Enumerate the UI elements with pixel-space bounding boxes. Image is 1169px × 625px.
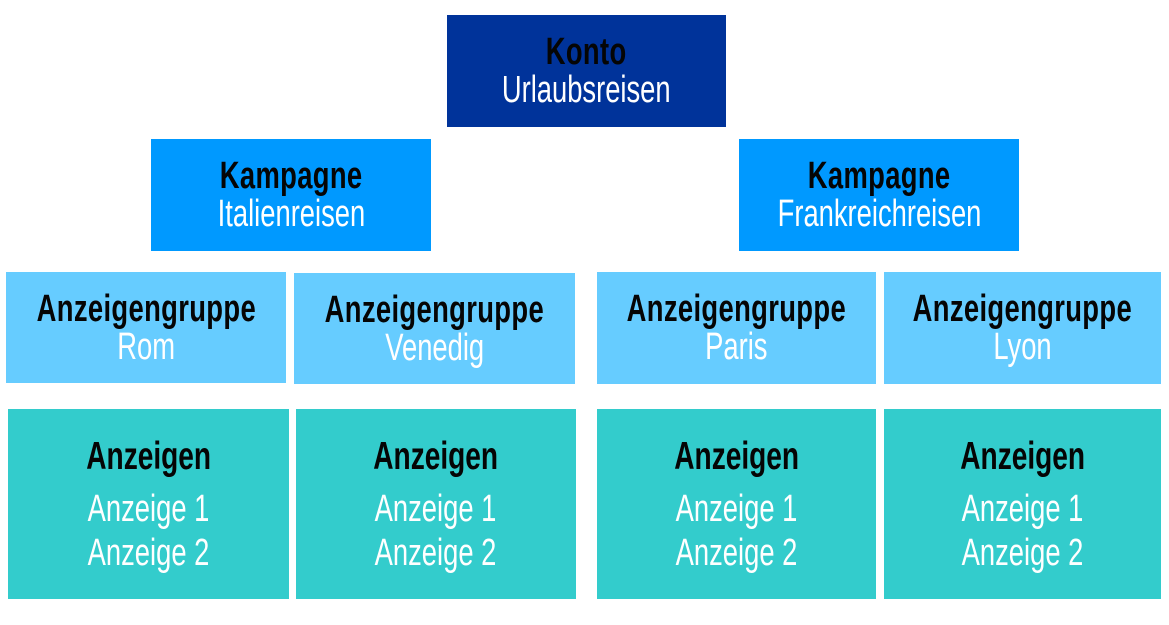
kampagne-title: Kampagne: [219, 155, 363, 197]
anzeigengruppe-box-paris: Anzeigengruppe Paris: [597, 272, 876, 384]
anzeigen-title: Anzeigen: [674, 434, 799, 478]
anzeigengruppe-title: Anzeigengruppe: [324, 288, 545, 331]
kampagne-name: Frankreichreisen: [777, 193, 981, 235]
anzeigengruppe-box-venedig: Anzeigengruppe Venedig: [294, 273, 575, 384]
anzeigengruppe-title: Anzeigengruppe: [626, 288, 847, 330]
anzeigengruppe-name: Paris: [705, 326, 768, 368]
anzeige-item: Anzeige 2: [961, 531, 1084, 574]
anzeigen-box-rom: Anzeigen Anzeige 1 Anzeige 2: [8, 409, 289, 599]
anzeigen-box-paris: Anzeigen Anzeige 1 Anzeige 2: [597, 409, 876, 599]
anzeigengruppe-title: Anzeigengruppe: [36, 287, 256, 330]
anzeigen-title: Anzeigen: [373, 434, 499, 478]
konto-title: Konto: [546, 31, 627, 73]
anzeige-item: Anzeige 1: [87, 487, 210, 530]
anzeige-item: Anzeige 2: [87, 531, 210, 574]
anzeigen-box-lyon: Anzeigen Anzeige 1 Anzeige 2: [884, 409, 1161, 599]
anzeige-item: Anzeige 2: [375, 531, 497, 574]
anzeigengruppe-box-rom: Anzeigengruppe Rom: [6, 272, 286, 383]
kampagne-box-italienreisen: Kampagne Italienreisen: [151, 139, 431, 251]
anzeige-item: Anzeige 2: [675, 531, 798, 574]
anzeigen-box-venedig: Anzeigen Anzeige 1 Anzeige 2: [296, 409, 576, 599]
anzeigengruppe-name: Venedig: [385, 326, 484, 369]
anzeige-item: Anzeige 1: [961, 487, 1084, 530]
anzeigengruppe-name: Rom: [117, 325, 175, 368]
anzeige-item: Anzeige 1: [375, 487, 497, 530]
anzeigengruppe-title: Anzeigengruppe: [912, 288, 1133, 330]
kampagne-name: Italienreisen: [217, 193, 365, 235]
anzeigen-title: Anzeigen: [86, 434, 211, 478]
konto-box: Konto Urlaubsreisen: [447, 15, 726, 127]
konto-name: Urlaubsreisen: [502, 69, 671, 111]
kampagne-box-frankreichreisen: Kampagne Frankreichreisen: [739, 139, 1019, 251]
anzeigengruppe-box-lyon: Anzeigengruppe Lyon: [884, 272, 1161, 384]
anzeige-item: Anzeige 1: [675, 487, 798, 530]
anzeigen-title: Anzeigen: [960, 434, 1085, 478]
anzeigengruppe-name: Lyon: [993, 326, 1052, 368]
kampagne-title: Kampagne: [807, 155, 951, 197]
